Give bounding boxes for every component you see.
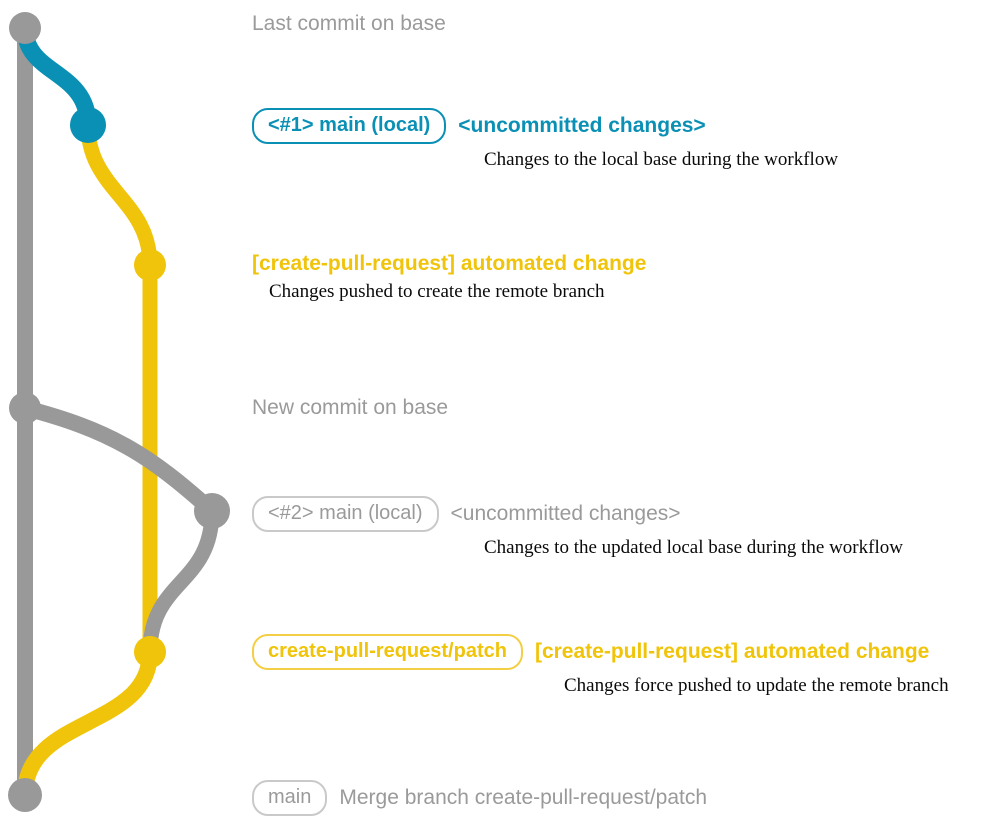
commit-subject: <uncommitted changes> <box>458 114 706 137</box>
edge-base-new-to-local-main-2 <box>17 400 220 519</box>
branch-pill-create-pull-request-patch[interactable]: create-pull-request/patch <box>252 634 523 670</box>
node-local-main-1 <box>70 107 106 143</box>
node-local-main-2 <box>194 493 230 529</box>
node-patch-2 <box>134 636 166 668</box>
commit-row-local-main-1: <#1> main (local) <uncommitted changes> … <box>252 108 838 171</box>
node-base-last <box>9 12 41 44</box>
node-merge-main <box>8 778 42 812</box>
node-base-new <box>9 392 41 424</box>
commit-row-head: <#1> main (local) <uncommitted changes> <box>252 108 838 144</box>
commit-subject: Merge branch create-pull-request/patch <box>339 786 708 809</box>
node-patch-1 <box>134 249 166 281</box>
commit-row-head: New commit on base <box>252 396 448 420</box>
commit-row-head: create-pull-request/patch [create-pull-r… <box>252 634 949 670</box>
commit-subject: Last commit on base <box>252 12 446 35</box>
commit-note: Changes pushed to create the remote bran… <box>269 281 605 302</box>
commit-subject: New commit on base <box>252 396 449 419</box>
branch-pill-local-main-1[interactable]: <#1> main (local) <box>252 108 447 144</box>
commit-row-head: <#2> main (local) <uncommitted changes> <box>252 496 903 532</box>
commit-row-last-commit-on-base: Last commit on base <box>252 12 446 36</box>
commit-subject: [create-pull-request] automated change <box>252 252 647 275</box>
commit-row-automated-change-2: create-pull-request/patch [create-pull-r… <box>252 634 949 697</box>
edge-local-main-2-to-patch-2 <box>142 503 220 660</box>
commit-row-head: Last commit on base <box>252 12 446 36</box>
commit-subject: <uncommitted changes> <box>450 502 681 525</box>
commit-row-head: [create-pull-request] automated change <box>252 252 646 276</box>
commit-row-merge-branch: main Merge branch create-pull-request/pa… <box>252 780 707 816</box>
commit-note: Changes to the updated local base during… <box>484 537 903 558</box>
branch-pill-main[interactable]: main <box>252 780 328 816</box>
edge-patch-2-to-merge-main <box>17 644 158 803</box>
branch-pill-local-main-2[interactable]: <#2> main (local) <box>252 496 439 532</box>
commit-note: Changes force pushed to update the remot… <box>564 675 949 696</box>
edge-local-main-1-to-patch-1 <box>80 117 158 273</box>
commit-row-new-commit-on-base: New commit on base <box>252 396 448 420</box>
commit-row-head: main Merge branch create-pull-request/pa… <box>252 780 707 816</box>
commit-note: Changes to the local base during the wor… <box>484 149 839 170</box>
commit-row-automated-change-1: [create-pull-request] automated change C… <box>252 252 646 303</box>
commit-row-local-main-2: <#2> main (local) <uncommitted changes> … <box>252 496 903 559</box>
commit-subject: [create-pull-request] automated change <box>534 640 930 663</box>
